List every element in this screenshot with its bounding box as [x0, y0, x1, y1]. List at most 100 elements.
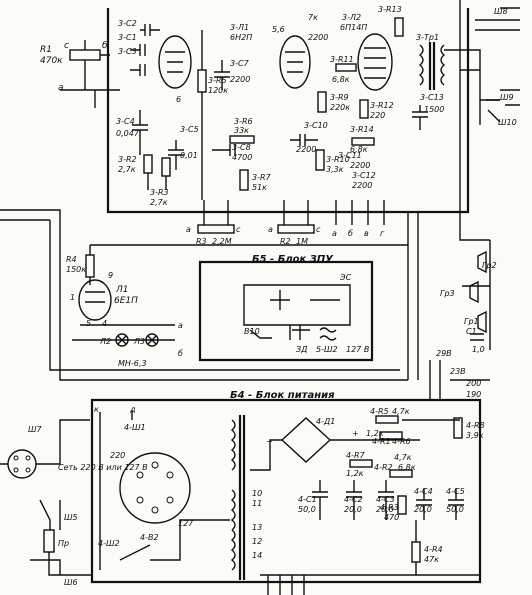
c10-label: 3-С10 [304, 121, 328, 130]
r2-resistor [143, 154, 153, 174]
gr3-speaker [469, 280, 479, 304]
n23b-label: 23В [450, 367, 466, 376]
input-section: R1 470к а с б [40, 40, 120, 108]
tube-3l1-right: 5,6 7к 2200 [272, 13, 328, 89]
svg-text:6: 6 [176, 95, 181, 104]
b10-label: В10 [244, 327, 260, 336]
cathode-section: 3-С4 0,047 3-R2 2,7к 3-R3 2,7к 3-С5 0,01 [116, 110, 199, 207]
tube-3l1-type: 6Н2П [230, 33, 252, 42]
gr2-label: Гр2 [482, 261, 497, 270]
svg-text:б: б [348, 229, 353, 238]
l1-label: Л1 [115, 285, 129, 295]
c1-label: 3-С1 [118, 33, 137, 42]
coupling-caps: 3-С2 3-С3 3-С1 [118, 19, 160, 76]
c5-psu-label: 4-С5 [446, 487, 465, 496]
c1-psu-value: 50,0 [298, 505, 316, 514]
r3-pot-label: R3 [196, 237, 207, 246]
r2-pot-label: R2 [280, 237, 291, 246]
r1-resistor [69, 49, 101, 61]
r9-label: 3-R9 [330, 93, 349, 102]
r14-label: 3-R14 [350, 125, 374, 134]
tr1-label: 3-Тр1 [416, 33, 439, 42]
r13-resistor [394, 17, 404, 37]
svg-text:4: 4 [102, 319, 107, 328]
c12-value: 2200 [352, 181, 372, 190]
r7-psu-label: 4-R7 [346, 451, 366, 460]
sh2-label: 5-Ш2 [316, 345, 338, 354]
c13-value: 1500 [424, 105, 444, 114]
gr3-label: Гр3 [440, 289, 455, 298]
r9-resistor [317, 91, 327, 113]
c3-label: 3-С3 [118, 47, 137, 56]
r7-resistor [239, 169, 249, 191]
r6-resistor [229, 135, 255, 144]
svg-text:г: г [380, 229, 385, 238]
tuning-indicator: R4 150к Л1 6Е1П 1 9 5 4 а б Л2 Л3 МН-6,3 [0, 209, 408, 381]
n200-label: 200 [466, 379, 481, 388]
svg-text:с: с [64, 41, 69, 51]
amplifier-board [106, 8, 470, 214]
svg-text:12: 12 [252, 537, 262, 546]
r14-resistor [351, 137, 375, 146]
svg-text:б: б [102, 41, 108, 51]
r7-psu [349, 459, 373, 468]
mains-label: Сеть 220 В или 127 В [58, 463, 148, 472]
fuse [43, 529, 55, 553]
zd-label: ЗД [296, 345, 307, 354]
tube-3l1-label: 3-Л1 [230, 23, 249, 32]
sh7-label: Ш7 [28, 425, 43, 434]
svg-text:а: а [58, 83, 64, 93]
r6-label: 3-R6 [234, 117, 253, 126]
n29b-label: 29В [436, 349, 452, 358]
svg-text:а: а [178, 321, 183, 330]
r4-psu [411, 541, 421, 563]
sh5-label: Ш5 [64, 513, 78, 522]
r3-psu-value: 470 [384, 513, 399, 522]
l2-lamp-label: Л2 [99, 337, 111, 346]
r1-psu-value: 1,2к [366, 429, 384, 438]
svg-text:а: а [332, 229, 337, 238]
c10-value: 2200 [296, 145, 316, 154]
r3-pot [197, 224, 235, 234]
r4-psu-value: 47к [424, 555, 439, 564]
l3-lamp [145, 333, 159, 347]
tube-3l2: 3-Л2 6П14П 3-R13 [340, 5, 404, 91]
c7-label: 3-С7 [230, 59, 250, 68]
svg-text:с: с [236, 225, 241, 234]
c10-r10-r9: 3-С10 2200 3-R10 3,3к 3-R9 220к [290, 91, 350, 174]
tube-3l2-type: 6П14П [340, 23, 367, 32]
svg-text:с: с [316, 225, 321, 234]
l2-lamp [115, 333, 129, 347]
r6-psu-label: 4-R6 [392, 437, 411, 446]
r3-pot-value: 2,2М [212, 237, 232, 246]
r3-psu [397, 495, 407, 515]
d1-label: 4-Д1 [316, 417, 335, 426]
l1-type: 6Е1П [114, 296, 138, 306]
r4-psu-label: 4-R4 [424, 545, 443, 554]
speakers: Гр2 Гр3 Гр1 С1 1,0 [440, 240, 497, 354]
tube-3l2-label: 3-Л2 [342, 13, 361, 22]
b5-title: Б5 - Блок ЗПУ [252, 254, 334, 265]
svg-text:−: − [266, 437, 273, 446]
r4-value: 150к [66, 265, 86, 274]
sw1-label: 4-Ш1 [124, 423, 146, 432]
r5-value: 120к [208, 86, 228, 95]
block-b5: Б5 - Блок ЗПУ ЭС В10 ЗД 5-Ш2 127 В [198, 254, 374, 362]
r4-resistor [85, 254, 95, 278]
v127-label: 127 В [346, 345, 369, 354]
c2-psu-label: 4-С2 [344, 495, 363, 504]
r13-label: 3-R13 [378, 5, 402, 14]
svg-text:11: 11 [252, 499, 262, 508]
svg-text:+: + [352, 429, 359, 438]
r1-value: 470к [40, 56, 63, 66]
r8-psu-value: 3,9к [466, 431, 484, 440]
lamps-label: МН-6,3 [118, 359, 147, 368]
r11-label: 3-R11 [330, 55, 354, 64]
r7-value: 51к [252, 183, 267, 192]
fuse-label: Пр [58, 539, 69, 548]
c4-value: 0,047 [116, 129, 140, 138]
sh6-label: Ш6 [64, 578, 78, 587]
gr2-speaker [477, 250, 487, 274]
sh9-label: Ш9 [500, 93, 514, 102]
r9-value: 220к [330, 103, 350, 112]
